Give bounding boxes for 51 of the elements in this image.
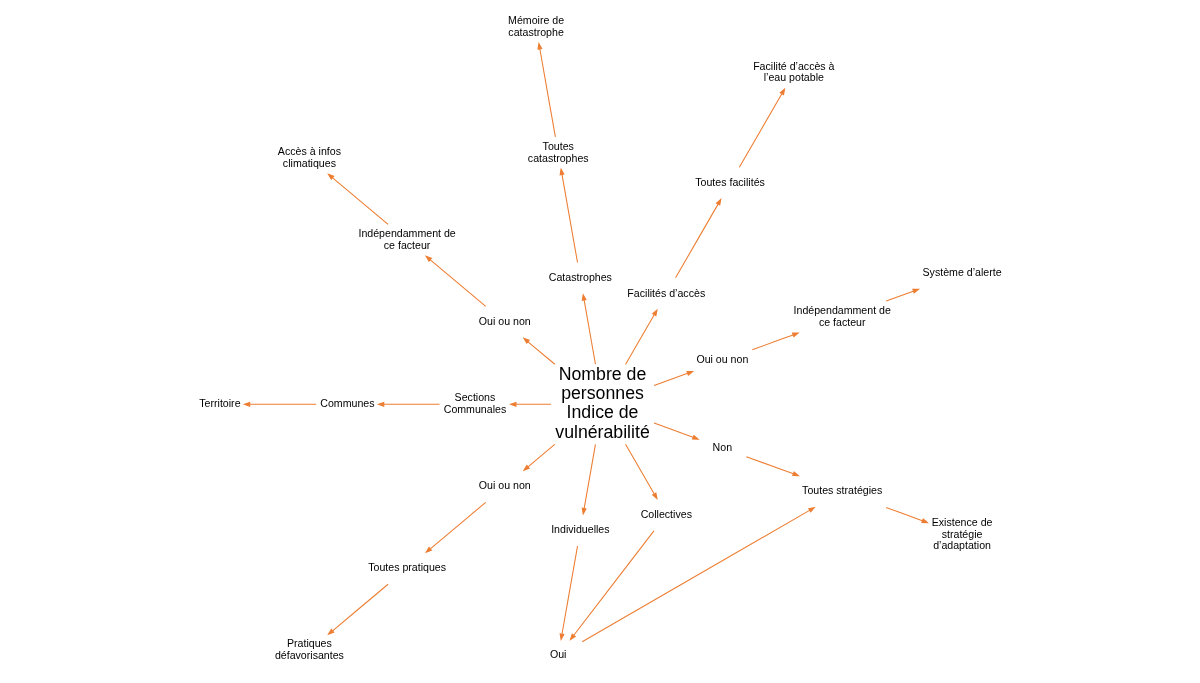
arrow	[536, 42, 556, 138]
node-text: Pratiques défavorisantes	[274, 637, 344, 661]
node-text: Individuelles	[550, 522, 610, 535]
arrow	[326, 173, 389, 225]
node-text: Facilités d’accès	[626, 286, 705, 299]
arrow	[376, 401, 440, 407]
node-text: Oui ou non	[695, 353, 748, 366]
arrow	[242, 401, 317, 407]
arrow	[885, 288, 920, 302]
arrow	[653, 422, 700, 440]
node-text: Existence de stratégie d’adaptation	[931, 516, 992, 552]
arrow	[569, 530, 654, 641]
node-text: Non	[712, 440, 732, 453]
node-text: Toutes facilités	[694, 176, 765, 189]
arrow	[581, 293, 596, 365]
arrow	[581, 506, 816, 643]
node-text: Toutes pratiques	[367, 561, 446, 573]
node-text: Territoire	[198, 397, 241, 410]
arrow	[745, 456, 800, 477]
arrow	[581, 443, 596, 516]
arrow	[559, 545, 578, 641]
arrow	[522, 337, 555, 365]
node-text: Indépendamment de ce facteur	[357, 227, 456, 251]
node-text: Oui ou non	[478, 479, 531, 492]
arrow	[522, 443, 555, 472]
arrow	[751, 332, 800, 351]
node-text: Oui ou non	[478, 315, 531, 328]
node-text: Catastrophes	[548, 271, 612, 284]
node-text: Indépendamment de ce facteur	[793, 304, 891, 328]
node-text: Toutes stratégies	[801, 484, 882, 497]
arrow	[326, 583, 389, 636]
arrow	[424, 501, 486, 554]
node-text: Oui	[549, 648, 566, 661]
node-text: Facilité d’accès à l’eau potable	[752, 59, 835, 84]
node-text: Accès à infos climatiques	[277, 145, 341, 169]
arrow	[885, 507, 929, 524]
arrow	[624, 308, 658, 365]
node-text: Nombre de personnes Indice de vulnérabilité	[554, 363, 650, 442]
node-text: Collectives	[640, 507, 692, 520]
arrow	[653, 370, 694, 387]
arrow	[738, 87, 785, 168]
arrow	[424, 255, 486, 307]
node-text: Toutes catastrophes	[527, 140, 589, 164]
arrow	[624, 443, 658, 500]
arrow	[674, 198, 722, 279]
node-text: Mémoire de catastrophe	[507, 14, 564, 38]
node-text: Sections Communales	[443, 391, 506, 415]
node-text: Système d’alerte	[922, 266, 1002, 279]
arrow	[559, 167, 578, 264]
arrow	[508, 401, 552, 407]
node-text: Communes	[319, 397, 375, 410]
